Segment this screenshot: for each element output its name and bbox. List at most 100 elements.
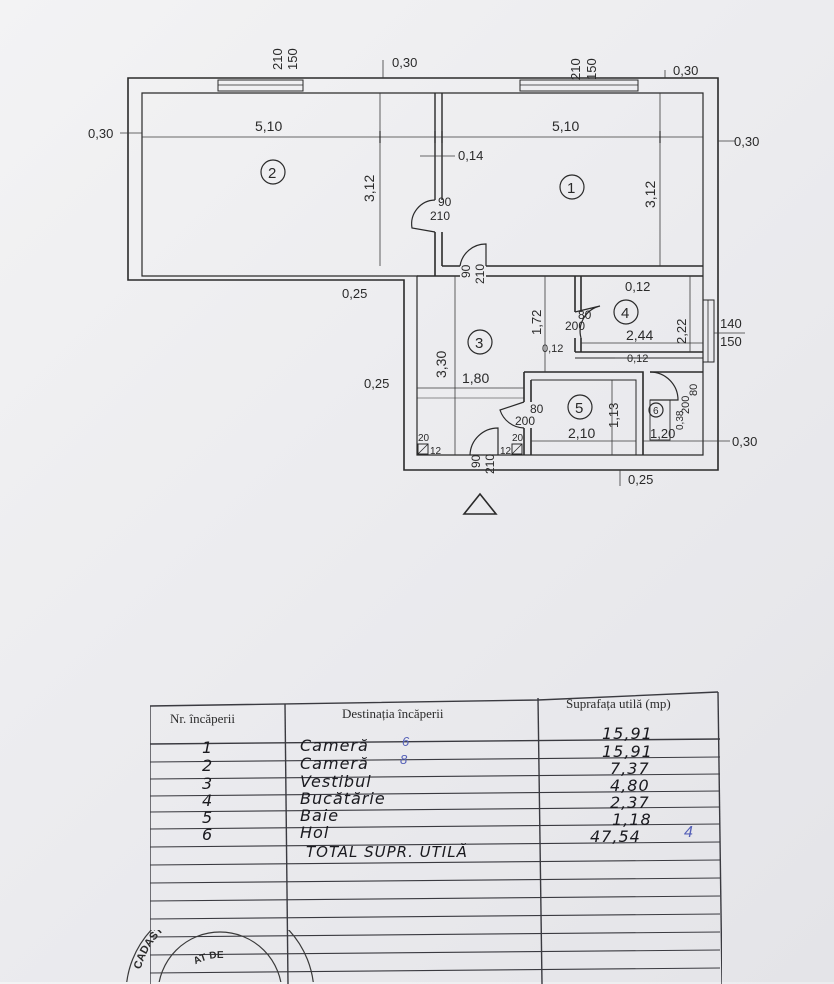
room-2-circle <box>260 159 286 185</box>
dim-room4-height: 2,22 <box>674 319 689 344</box>
row-5-area: 2,37 <box>610 793 650 812</box>
outer-wall <box>127 77 719 471</box>
vent-a-size-2: 12 <box>430 446 442 457</box>
dim-top-wall-right: 0,30 <box>673 63 698 78</box>
header-usable-area: Suprafața utilă (mp) <box>566 696 671 711</box>
inner-wall <box>141 92 704 456</box>
room-4-number: 4 <box>621 305 629 322</box>
window-right-width: 140 <box>720 316 742 331</box>
door-b-width: 90 <box>459 264 473 278</box>
row-2-nr: 2 <box>202 756 214 775</box>
dim-room3-width: 1,80 <box>462 370 489 386</box>
row-6-nr: 6 <box>202 825 214 844</box>
dim-room6-height: 0,38 <box>675 410 686 430</box>
header-room-purpose: Destinația încăperii <box>342 706 444 721</box>
dim-top-window-left-2: 150 <box>285 48 300 70</box>
header-room-number: Nr. încăperii <box>170 711 235 726</box>
dim-top-wall-mid: 0,30 <box>392 55 417 70</box>
entry-door-height: 210 <box>483 454 497 474</box>
room-3-number: 3 <box>475 335 483 352</box>
row-4-name: Bucătărie <box>300 789 386 808</box>
dim-wall-012-c: 0,12 <box>627 353 648 365</box>
room-2-number: 2 <box>268 165 276 182</box>
dim-room6-width: 1,20 <box>650 426 675 441</box>
room-3-circle <box>467 329 493 355</box>
dim-left-wall: 0,30 <box>88 126 113 141</box>
room-6-number: 6 <box>653 406 659 417</box>
row-1-area: 15,91 <box>602 724 653 743</box>
dim-wall-025-b: 0,25 <box>364 376 389 391</box>
door-c-height: 200 <box>565 319 585 333</box>
row-1-mark: 6 <box>402 734 410 749</box>
row-3-name: Vestibul <box>300 772 372 791</box>
row-2-area: 15,91 <box>602 742 653 761</box>
dim-right-wall-low: 0,30 <box>732 434 757 449</box>
cadastral-stamp: CADASTRU, GEODEZIE AT DE <box>126 930 314 982</box>
row-2-mark: 8 <box>400 752 408 767</box>
door-a-width: 90 <box>438 195 452 209</box>
total-label: TOTAL SUPR. UTILĂ <box>306 843 468 861</box>
dim-top-window-right-1: 210 <box>568 58 583 80</box>
total-value: 47,54 <box>590 827 641 846</box>
room-5-number: 5 <box>575 400 583 417</box>
room-6-circle <box>648 402 664 418</box>
row-2-name: Cameră <box>300 754 369 773</box>
row-1-nr: 1 <box>202 738 214 757</box>
window-right-height: 150 <box>720 334 742 349</box>
dim-wall-025-a: 0,25 <box>342 286 367 301</box>
row-1-name: Cameră <box>300 736 369 755</box>
floor-plan: 210 150 210 150 0,30 0,30 0,30 0,30 5,10… <box>88 48 759 515</box>
row-6-area: 1,18 <box>612 810 652 829</box>
row-4-nr: 4 <box>202 791 214 810</box>
room-5-circle <box>567 394 593 420</box>
dim-partition: 0,14 <box>458 148 483 163</box>
room-1-number: 1 <box>567 180 575 197</box>
row-6-name: Hol <box>300 823 330 842</box>
dim-room1-width: 5,10 <box>552 118 579 134</box>
room-1-circle <box>559 174 585 200</box>
vent-left <box>417 443 429 455</box>
dim-wall-012-a: 0,12 <box>625 279 650 294</box>
dim-top-window-left-1: 210 <box>270 48 285 70</box>
dim-room3-height: 3,30 <box>433 351 449 378</box>
entry-arrow <box>462 492 498 515</box>
door-e-height: 200 <box>680 396 692 414</box>
vent-a-size-1: 20 <box>418 433 430 444</box>
dim-top-window-right-2: 150 <box>584 58 599 80</box>
door-c-width: 80 <box>578 308 592 322</box>
window-top-right <box>519 79 639 92</box>
entry-door-width: 90 <box>469 454 483 468</box>
row-3-area: 7,37 <box>610 759 650 778</box>
door-e-width: 80 <box>688 384 700 396</box>
door-b-height: 210 <box>473 264 487 284</box>
door-d-height: 200 <box>515 414 535 428</box>
door-a-height: 210 <box>430 209 450 223</box>
vent-b-size-2: 12 <box>500 446 512 457</box>
dim-room2-height: 3,12 <box>361 175 377 202</box>
window-right <box>702 299 715 363</box>
dim-right-wall: 0,30 <box>734 134 759 149</box>
dim-bottom-wall: 0,25 <box>628 472 653 487</box>
vent-b-size-1: 20 <box>512 433 524 444</box>
dim-room1-height: 3,12 <box>642 181 658 208</box>
row-3-nr: 3 <box>202 774 214 793</box>
dim-room5-width: 2,10 <box>568 425 595 441</box>
svg-text:AT DE: AT DE <box>192 950 224 967</box>
window-top-left <box>217 79 304 92</box>
row-5-name: Baie <box>300 806 340 825</box>
room-4-circle <box>613 299 639 325</box>
row-5-nr: 5 <box>202 808 214 827</box>
dim-room4-width: 2,44 <box>626 327 653 343</box>
row-4-area: 4,80 <box>610 776 650 795</box>
dim-room5-height: 1,13 <box>606 403 621 428</box>
table-grid <box>150 691 722 984</box>
vent-bath <box>511 443 523 455</box>
door-d-width: 80 <box>530 402 544 416</box>
dim-wall-012-b: 0,12 <box>542 343 563 355</box>
total-mark: 4 <box>684 824 693 841</box>
dim-room2-width: 5,10 <box>255 118 282 134</box>
stamp-line-2: AT DE <box>192 950 224 967</box>
dim-hall-height: 1,72 <box>529 310 544 335</box>
hol-box <box>649 399 671 441</box>
rooms-table: Nr. încăperii Destinația încăperii Supra… <box>150 684 722 984</box>
